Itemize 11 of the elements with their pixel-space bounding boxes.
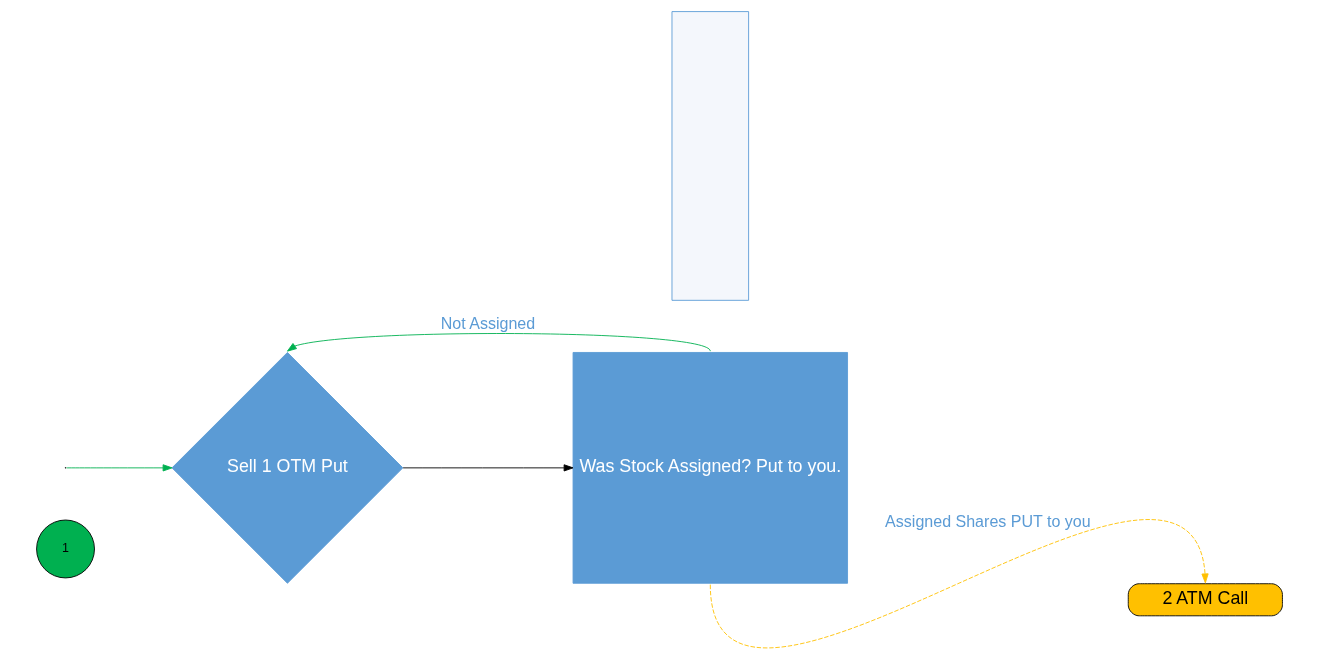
node-circle: 1 [35,519,95,579]
node-box: 2 ATM Call [1127,583,1283,617]
node-diamond: Sell 1 OTM Put [171,352,403,584]
edge-label: Assigned Shares PUT to you [884,512,1091,531]
node-box [671,11,749,301]
arrow [709,520,1209,647]
edge-label: Not Assigned [440,314,535,333]
arrow [65,464,172,472]
arrow [286,333,711,352]
arrow [402,464,573,472]
node-box: Was Stock Assigned? Put to you. [572,352,848,584]
